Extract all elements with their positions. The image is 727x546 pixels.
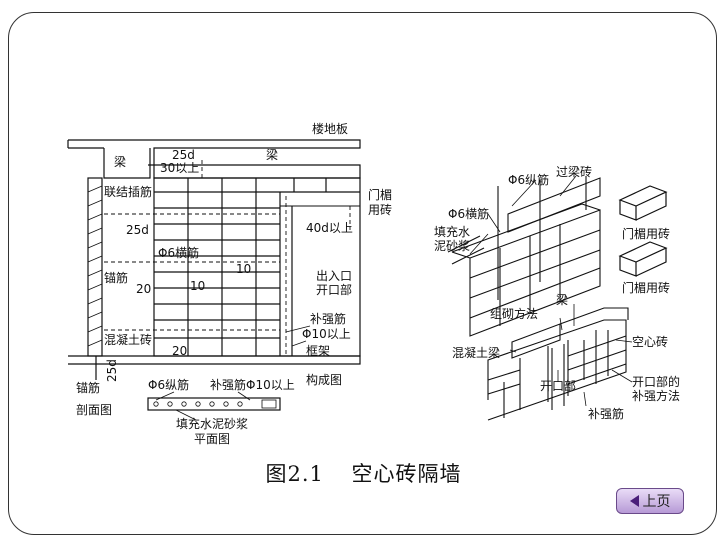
label-opening-r: 开口部 [540,378,576,393]
label-concrete-beam: 混凝土梁 [452,345,500,360]
lintel-brick-icon-2 [618,241,668,277]
label-anchor-bar: 锚筋 [104,270,128,285]
wall-3d [447,176,601,337]
label-beam-top: 梁 [266,147,278,162]
label-reinf-method-1: 开口部的 [632,374,680,389]
label-masonry-method: 组砌方法 [490,306,538,321]
label-25d-bottom: 25d [105,359,119,382]
label-section: 剖面图 [76,403,112,417]
label-phi6-long: Φ6纵筋 [508,172,549,187]
opening-detail [487,307,629,421]
label-mortar: 填充水泥砂浆 [176,416,248,431]
slide-frame [8,12,717,535]
label-beam-r: 梁 [556,292,568,307]
label-floor-slab: 楼地板 [312,121,348,136]
label-phi10-above: Φ10以上 [302,327,351,341]
label-reinf-bar-r: 补强筋 [588,406,624,421]
label-frame: 框架 [306,344,330,358]
prev-page-label: 上页 [642,494,671,510]
label-reinf-method-2: 补强方法 [632,388,680,403]
label-10b: 10 [190,279,205,293]
label-mortar-a: 填充水 [434,224,470,239]
lintel-brick-icon-1 [618,185,668,221]
label-reinforcing-phi10: 补强筋Φ10以上 [210,377,295,392]
label-lintel-brick-a: 门楣用砖 [622,226,670,241]
label-40d-above: 40d以上 [306,221,353,235]
brick-grid [153,177,361,357]
label-lintel-brick-2: 用砖 [368,202,392,217]
label-phi6-horiz: Φ6横筋 [448,206,489,221]
label-20b: 20 [172,344,187,358]
plan-strip [147,397,281,411]
label-opening-1: 出入口 [316,269,352,283]
label-20a: 20 [136,282,151,296]
label-anchor-bottom: 锚筋 [76,380,100,395]
label-lintel-brick-1: 门楣 [368,187,392,202]
label-over-beam-brick: 过梁砖 [556,164,592,179]
label-plan: 平面图 [194,432,230,446]
label-mortar-b: 泥砂浆 [434,238,470,253]
figure-number: 图2.1 [265,462,324,486]
left-arrow-icon [629,495,639,507]
floor-bottom-shape [68,355,361,365]
beam-left-shape [103,148,151,179]
label-tie-bars: 联结插筋 [104,184,152,199]
floor-slab-shape [68,139,361,166]
label-lintel-brick-b: 门楣用砖 [622,280,670,295]
label-10a: 10 [236,262,251,276]
label-phi6-longitudinal: Φ6纵筋 [148,377,189,392]
figure-caption: 图2.1 空心砖隔墙 [0,458,727,488]
label-beam-left: 梁 [114,154,126,169]
label-25d-mid: 25d [126,223,149,237]
prev-page-button[interactable]: 上页 [616,488,684,514]
label-structure-diagram: 构成图 [306,372,342,387]
label-phi6-horizontal: Φ6横筋 [158,245,199,260]
label-30-above: 30以上 [160,161,199,175]
label-hollow-brick: 空心砖 [632,334,668,349]
figure-title: 空心砖隔墙 [351,462,462,486]
label-reinforcing-bar: 补强筋 [310,311,346,326]
label-concrete-brick: 混凝土砖 [104,332,152,347]
label-25d-top: 25d [172,148,195,162]
label-opening-2: 开口部 [316,282,352,297]
